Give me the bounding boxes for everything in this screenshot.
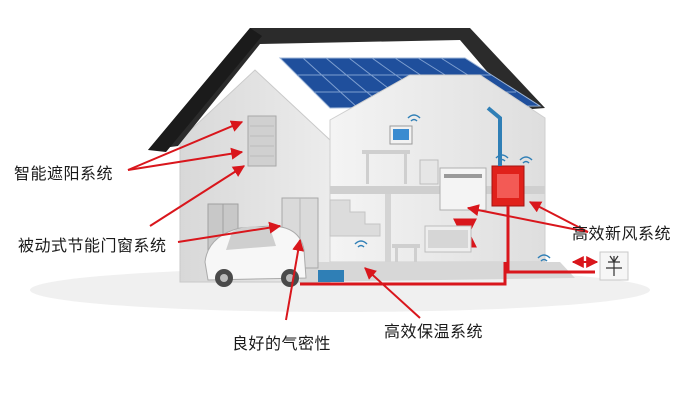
roof	[148, 28, 545, 150]
ventilation-duct	[486, 106, 502, 166]
desk-with-laptop	[362, 125, 413, 184]
inner-wall-divider	[385, 194, 391, 262]
annotation-arrows	[127, 120, 589, 321]
label-airtightness: 良好的气密性	[232, 334, 332, 353]
arrow-passive-windows	[149, 165, 246, 227]
tv-cabinet	[424, 225, 472, 253]
roof-front-edge	[148, 28, 262, 152]
side-table	[392, 244, 420, 262]
arrow-fresh-air-a	[466, 204, 589, 233]
grid-connection-box	[599, 251, 629, 281]
shading-window	[247, 115, 277, 167]
label-smart-shading: 智能遮阳系统	[14, 164, 114, 183]
staircase	[329, 199, 381, 237]
underfloor-duct	[300, 262, 507, 286]
arrow-smart-shading-b	[127, 147, 244, 171]
upper-shelf	[419, 159, 439, 185]
supply-duct	[506, 206, 595, 274]
label-passive-windows: 被动式节能门窗系统	[18, 236, 167, 255]
arrow-passive-windows-b	[177, 221, 282, 243]
arrow-smart-shading-a	[127, 120, 244, 171]
fresh-air-unit	[491, 165, 525, 207]
heat-recovery-unit	[439, 167, 487, 211]
upper-floor-slab	[330, 186, 545, 194]
arrow-fresh-air-b	[528, 201, 589, 233]
label-fresh-air: 高效新风系统	[572, 224, 672, 243]
label-insulation: 高效保温系统	[384, 322, 484, 341]
arrow-airtightness	[285, 238, 305, 321]
ev-charger	[318, 270, 344, 282]
wifi-icons	[354, 114, 551, 262]
arrow-insulation	[364, 267, 421, 319]
